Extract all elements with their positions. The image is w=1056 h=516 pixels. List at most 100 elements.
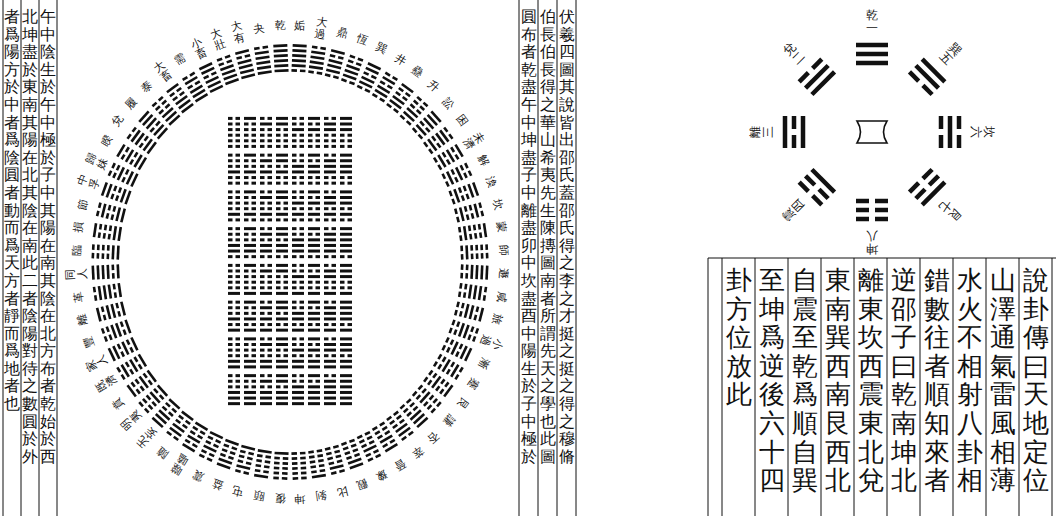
- yin-line: [146, 395, 152, 401]
- yin-line: [346, 456, 352, 460]
- yang-line: [292, 312, 304, 315]
- yin-line: [284, 165, 289, 168]
- yin-line: [120, 154, 125, 160]
- yang-line: [292, 59, 306, 62]
- yin-line: [324, 207, 329, 210]
- column-rule: [57, 0, 58, 516]
- yin-line: [151, 401, 157, 407]
- text-column: 山澤通氣雷風相薄: [990, 266, 1016, 495]
- yin-line: [228, 165, 233, 168]
- yang-line: [464, 348, 472, 362]
- yin-line: [484, 287, 487, 293]
- yin-line: [276, 312, 281, 315]
- hexagram-symbol: [260, 337, 272, 368]
- yang-line: [292, 165, 304, 168]
- yin-line: [359, 439, 365, 444]
- yang-line: [292, 238, 304, 241]
- yang-line: [308, 337, 320, 340]
- yin-line: [357, 85, 363, 90]
- yin-line: [401, 436, 407, 441]
- yin-line: [445, 337, 450, 343]
- yin-line: [481, 253, 484, 259]
- yang-line: [228, 397, 240, 400]
- yang-line: [856, 61, 888, 66]
- yin-line: [454, 310, 458, 316]
- hexagram-name: 咸: [494, 290, 508, 303]
- yin-line: [138, 364, 143, 370]
- yin-line: [284, 281, 289, 284]
- yin-line: [187, 85, 193, 90]
- yang-line: [244, 170, 256, 173]
- yin-line: [284, 385, 289, 388]
- yin-line: [340, 354, 345, 357]
- hexagram-symbol: [260, 190, 272, 221]
- yang-line: [239, 64, 253, 70]
- yang-line: [254, 474, 268, 479]
- yin-line: [252, 349, 257, 352]
- yin-line: [276, 202, 281, 205]
- yin-line: [276, 218, 281, 221]
- yin-line: [244, 312, 249, 315]
- yang-line: [308, 244, 320, 247]
- yin-line: [158, 109, 164, 115]
- yang-line: [260, 329, 272, 332]
- yin-line: [99, 224, 102, 230]
- yang-line: [475, 265, 478, 279]
- yin-line: [276, 385, 281, 388]
- yang-line: [324, 202, 336, 205]
- yin-line: [363, 71, 369, 76]
- yin-line: [308, 233, 313, 236]
- yang-line: [101, 182, 108, 196]
- yin-line: [459, 343, 464, 349]
- yin-line: [292, 343, 297, 346]
- yin-line: [112, 172, 117, 178]
- yin-line: [244, 182, 249, 185]
- yin-line: [475, 245, 478, 251]
- yang-line: [117, 227, 122, 241]
- yin-line: [236, 117, 241, 120]
- yin-line: [244, 286, 249, 289]
- yin-line: [349, 81, 355, 85]
- yin-line: [292, 139, 297, 142]
- yang-line: [228, 292, 240, 295]
- yin-line: [324, 374, 329, 377]
- yang-line: [292, 349, 304, 352]
- yin-line: [292, 196, 297, 199]
- yin-line: [340, 286, 345, 289]
- yin-line: [292, 281, 297, 284]
- yang-line: [255, 50, 269, 55]
- yin-line: [300, 139, 305, 142]
- yin-line: [352, 448, 358, 452]
- yang-line: [324, 165, 336, 168]
- yin-line: [324, 227, 329, 230]
- yin-line: [260, 385, 265, 388]
- hexagram-name: 歸妹: [84, 151, 111, 171]
- yin-line: [260, 145, 265, 148]
- yin-line: [479, 232, 482, 238]
- hexagram-name: 蠱: [409, 64, 425, 80]
- yin-line: [300, 227, 305, 230]
- yin-line: [418, 385, 424, 391]
- yin-line: [431, 136, 436, 142]
- yin-line: [268, 207, 273, 210]
- yang-line: [340, 190, 352, 193]
- yang-line: [324, 349, 336, 352]
- yin-line: [308, 270, 313, 273]
- yang-line: [260, 270, 272, 273]
- yin-line: [395, 91, 401, 96]
- hexagram-name: 升: [425, 79, 441, 95]
- yang-line: [217, 462, 231, 469]
- yin-line: [260, 323, 265, 326]
- column-rule: [953, 258, 954, 516]
- yang-line: [340, 292, 352, 295]
- yin-line: [308, 159, 313, 162]
- yin-line: [301, 467, 307, 470]
- yang-line: [439, 130, 449, 143]
- yin-line: [308, 306, 313, 309]
- yin-line: [94, 295, 97, 301]
- yang-line: [228, 360, 240, 363]
- hexagram-name: 睽: [99, 133, 115, 149]
- yin-line: [185, 420, 191, 425]
- yin-line: [442, 356, 447, 362]
- hexagram-ring: [91, 44, 488, 480]
